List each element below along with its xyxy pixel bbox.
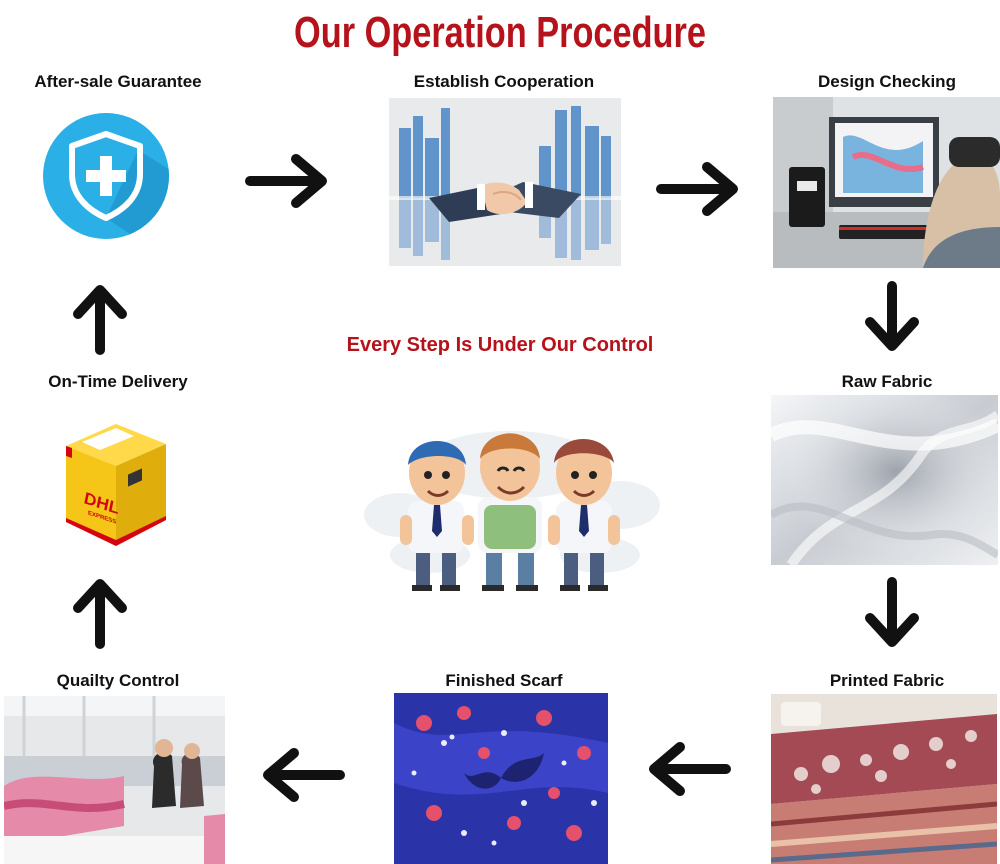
subtitle: Every Step Is Under Our Control (346, 334, 654, 356)
cartoon-man-left (400, 441, 474, 591)
printed-fabric-image (771, 694, 997, 864)
arrow-right-icon (244, 152, 330, 210)
dhl-box-image: DHL EXPRESS (62, 422, 170, 548)
arrow-up-icon (71, 574, 129, 650)
finished-scarf-image (394, 693, 608, 864)
arrow-up-icon (71, 280, 129, 356)
step-label-after-sale: After-sale Guarantee (34, 72, 202, 91)
handshake-image (389, 98, 621, 266)
step-label-printed-fabric: Printed Fabric (829, 671, 945, 690)
step-label-on-time-delivery: On-Time Delivery (48, 372, 188, 391)
quality-control-image (4, 696, 225, 864)
team-illustration (360, 405, 660, 595)
step-label-design-checking: Design Checking (818, 72, 956, 91)
design-checking-image (773, 97, 1000, 268)
step-label-raw-fabric: Raw Fabric (841, 372, 933, 391)
arrow-right-icon (655, 160, 741, 218)
step-label-establish-cooperation: Establish Cooperation (413, 72, 595, 91)
arrow-left-icon (260, 746, 346, 804)
arrow-left-icon (646, 740, 732, 798)
raw-fabric-image (771, 395, 998, 565)
step-label-finished-scarf: Finished Scarf (445, 671, 563, 690)
page-title: Our Operation Procedure (294, 8, 706, 57)
arrow-down-icon (863, 280, 921, 354)
cartoon-man-middle (478, 433, 542, 591)
arrow-down-icon (863, 576, 921, 650)
step-label-quality-control: Quailty Control (56, 671, 180, 690)
cartoon-man-right (548, 439, 620, 591)
shield-icon (42, 110, 170, 242)
